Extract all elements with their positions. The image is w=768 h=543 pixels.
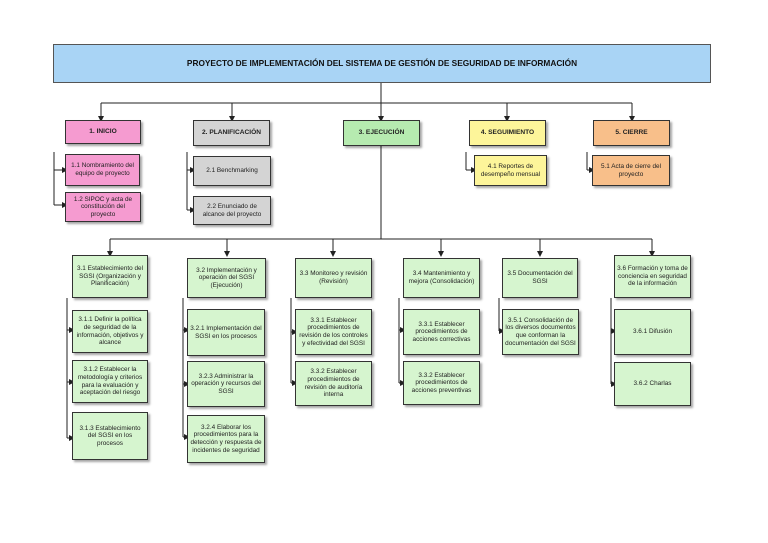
planificacion-item-1: 2.1 Benchmarking: [193, 156, 271, 186]
item-3-4-2: 3.3.2 Establecer procedimientos de accio…: [403, 361, 480, 405]
phase-cierre: 5. CIERRE: [593, 120, 670, 146]
item-3-4-1: 3.3.1 Establecer procedimientos de accio…: [403, 309, 480, 355]
item-3-6-2: 3.6.2 Charlas: [614, 362, 691, 406]
item-3-5-1: 3.5.1 Consolidación de los diversos docu…: [502, 309, 579, 355]
inicio-item-2: 1.2 SIPOC y acta de constitución del pro…: [65, 192, 141, 222]
cierre-item-1: 5.1 Acta de cierre del proyecto: [592, 155, 670, 186]
item-3-1-2: 3.1.2 Establecer la metodología y criter…: [72, 360, 148, 403]
seguimiento-item-1: 4.1 Reportes de desempeño mensual: [474, 155, 547, 186]
inicio-item-1: 1.1 Nombramiento del equipo de proyecto: [65, 154, 140, 186]
item-3-2-1: 3.2.1 Implementación del SGSI en los pro…: [187, 309, 265, 356]
phase-inicio: 1. INICIO: [65, 120, 141, 144]
ejecucion-group-3-4: 3.4 Mantenimiento y mejora (Consolidació…: [403, 258, 480, 298]
ejecucion-group-3-2: 3.2 Implementación y operación del SGSI …: [187, 258, 266, 298]
planificacion-item-2: 2.2 Enunciado de alcance del proyecto: [193, 196, 271, 225]
project-title: PROYECTO DE IMPLEMENTACIÓN DEL SISTEMA D…: [53, 44, 711, 83]
ejecucion-group-3-6: 3.6 Formación y toma de conciencia en se…: [614, 255, 691, 298]
item-3-2-3: 3.2.3 Administrar la operación y recurso…: [187, 361, 265, 407]
item-3-3-2: 3.3.2 Establecer procedimientos de revis…: [295, 361, 372, 406]
item-3-6-1: 3.6.1 Difusión: [614, 309, 691, 355]
phase-seguimiento: 4. SEGUIMIENTO: [469, 120, 546, 146]
ejecucion-group-3-5: 3.5 Documentación del SGSI: [502, 258, 578, 298]
item-3-2-4: 3.2.4 Elaborar los procedimientos para l…: [187, 415, 265, 463]
item-3-1-3: 3.1.3 Establecimiento del SGSI en los pr…: [72, 412, 148, 460]
item-3-3-1: 3.3.1 Establecer procedimientos de revis…: [295, 309, 372, 355]
phase-planificacion: 2. PLANIFICACIÓN: [193, 120, 270, 146]
ejecucion-group-3-3: 3.3 Monitoreo y revisión (Revisión): [295, 258, 372, 298]
ejecucion-group-3-1: 3.1 Establecimiento del SGSI (Organizaci…: [72, 255, 148, 298]
item-3-1-1: 3.1.1 Definir la política de seguridad d…: [72, 310, 148, 353]
phase-ejecucion: 3. EJECUCIÓN: [343, 120, 420, 146]
